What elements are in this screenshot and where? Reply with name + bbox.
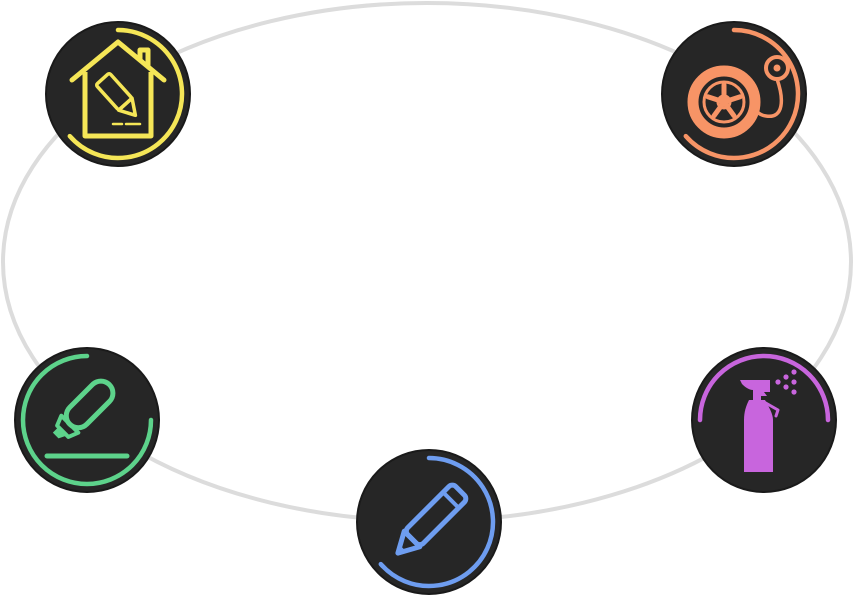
node-progress-arc bbox=[683, 27, 801, 161]
node-progress-arc bbox=[67, 27, 185, 161]
home-edit-icon bbox=[69, 39, 167, 139]
pencil-icon bbox=[395, 482, 469, 556]
node-background bbox=[356, 449, 502, 595]
spray-bottle-icon bbox=[740, 369, 797, 472]
node-spray-bottle bbox=[691, 347, 837, 493]
tire-pressure-gauge-icon bbox=[687, 55, 790, 139]
highlighter-icon bbox=[44, 378, 130, 459]
node-background bbox=[14, 347, 160, 493]
node-progress-arc bbox=[378, 455, 496, 589]
node-tire-pressure bbox=[661, 21, 807, 167]
node-progress-arc bbox=[697, 353, 831, 423]
node-highlighter bbox=[14, 347, 160, 493]
node-pencil bbox=[356, 449, 502, 595]
node-background bbox=[661, 21, 807, 167]
node-home-edit bbox=[45, 21, 191, 167]
node-background bbox=[45, 21, 191, 167]
node-progress-arc bbox=[20, 353, 154, 487]
